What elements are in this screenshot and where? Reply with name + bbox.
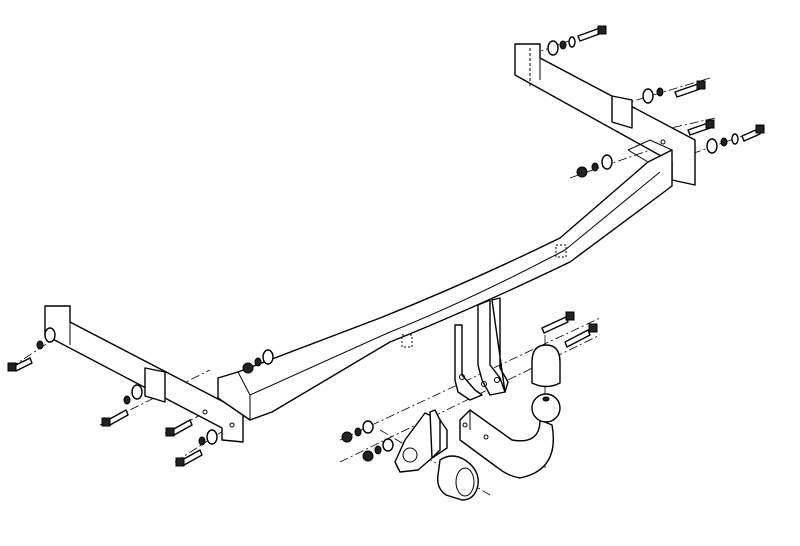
bolt-icon <box>175 449 203 467</box>
tow-ball-cap <box>531 344 561 388</box>
bolt-icon <box>564 323 598 348</box>
electrical-socket-assembly <box>394 409 479 501</box>
right-mounting-bracket <box>514 43 696 186</box>
nuts-and-washers <box>36 36 739 462</box>
bolt-icon <box>741 124 765 142</box>
drop-plates <box>454 297 509 401</box>
bolt-icon <box>541 311 575 334</box>
left-mounting-bracket <box>44 305 244 443</box>
bolt-icon <box>687 119 715 136</box>
tow-ball-neck <box>459 344 561 479</box>
electrical-socket <box>436 455 479 501</box>
bolts <box>7 25 765 467</box>
tow-ball <box>531 393 561 423</box>
bolt-icon <box>674 80 706 98</box>
bolt-icon <box>165 419 193 437</box>
bolt-icon <box>101 409 129 427</box>
main-crossbar <box>217 139 673 421</box>
bolt-icon <box>577 25 607 42</box>
bolt-icon <box>7 357 33 372</box>
